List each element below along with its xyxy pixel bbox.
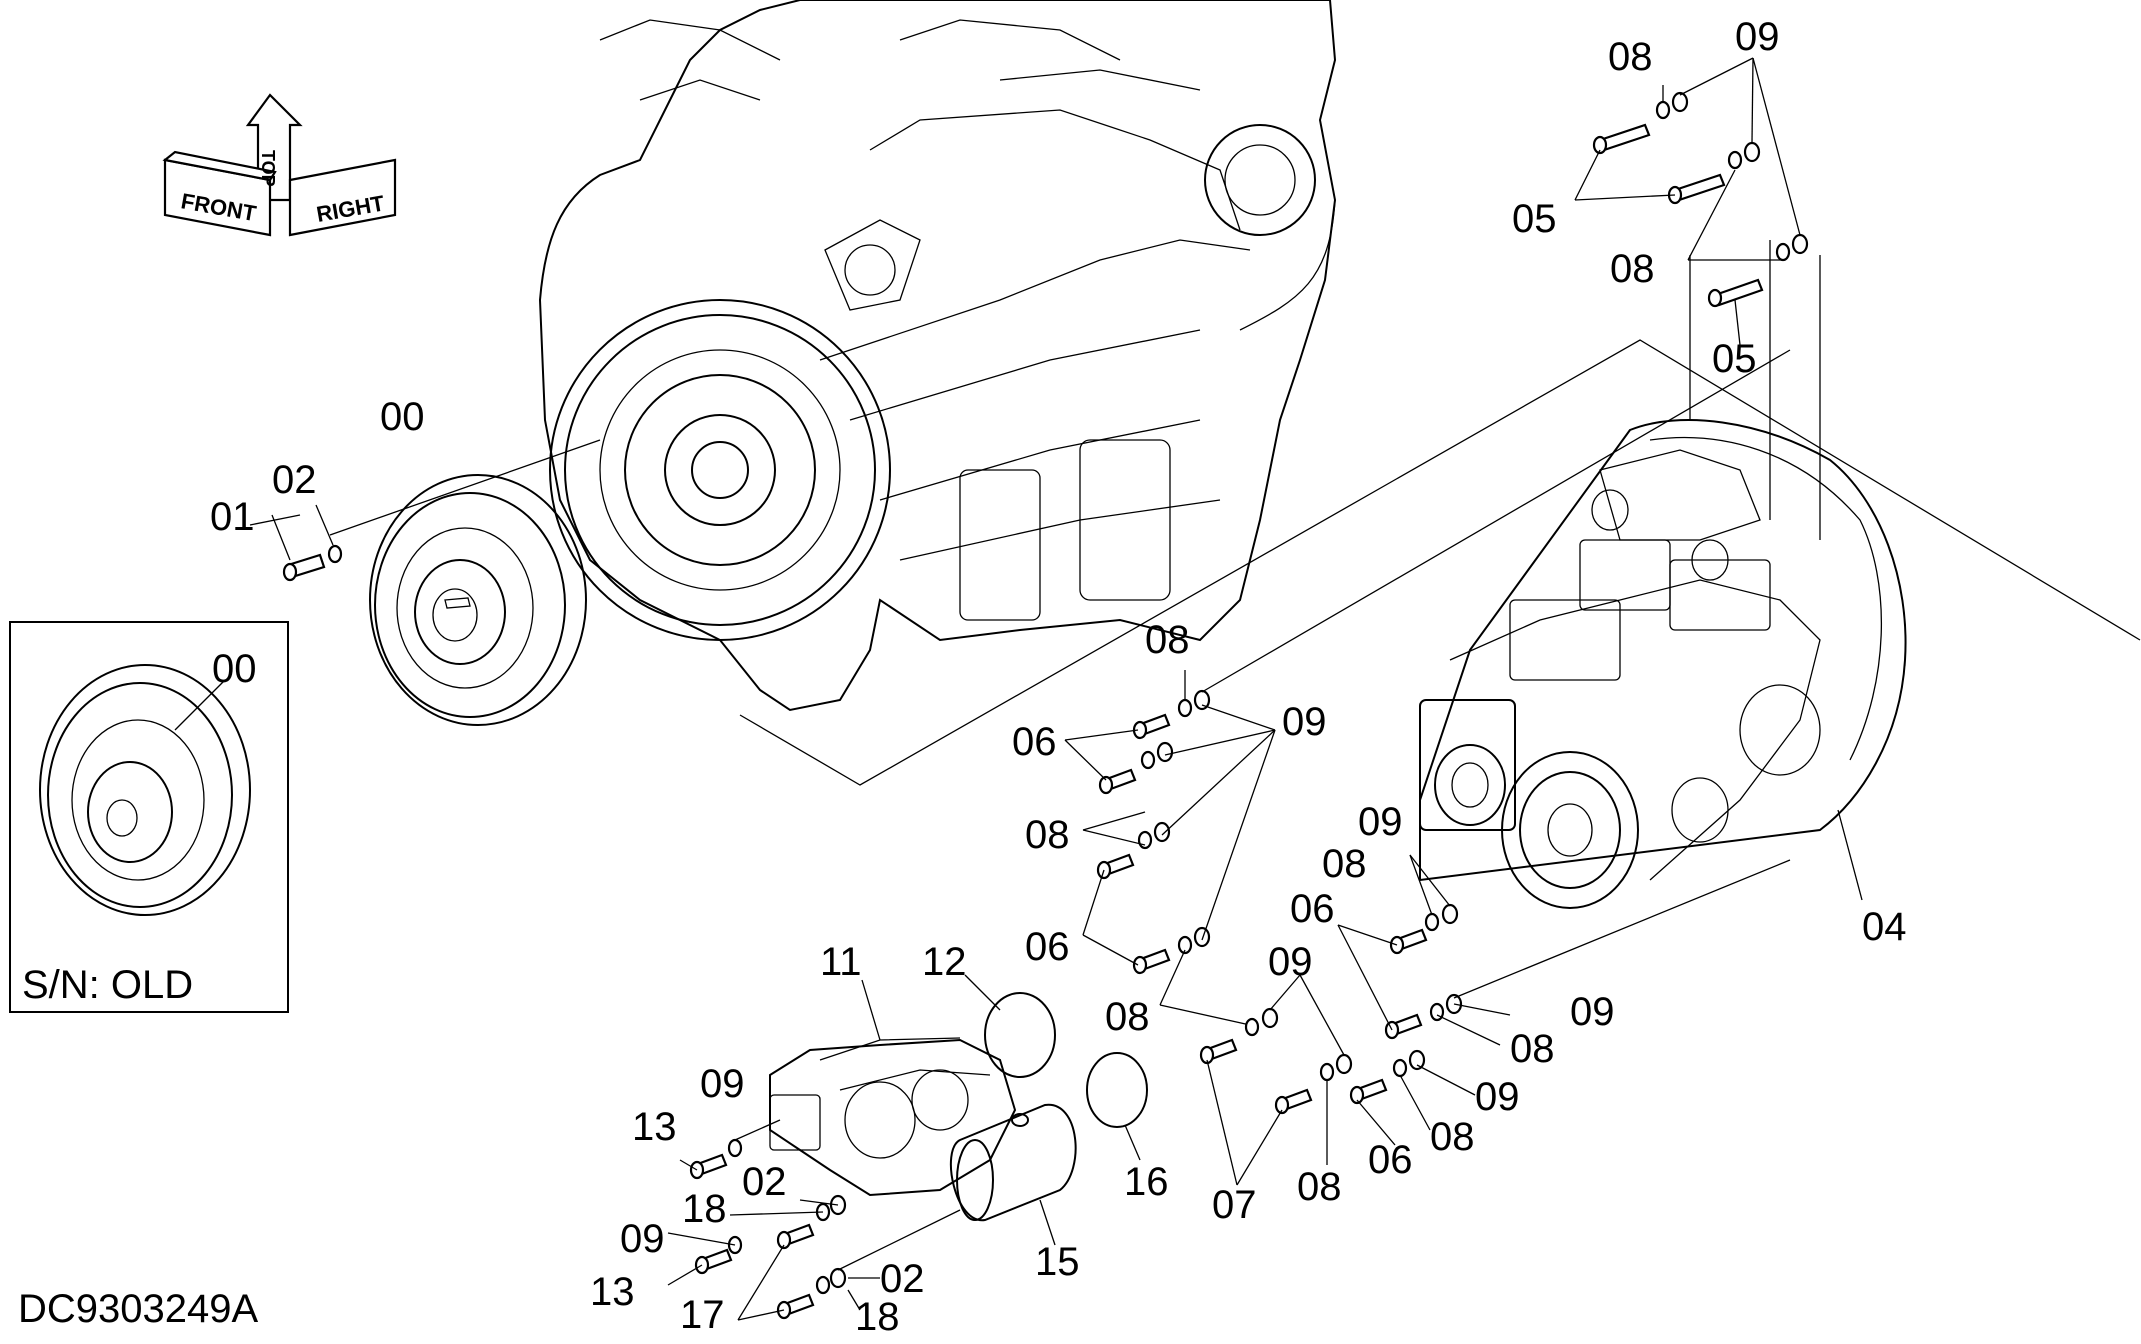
label-02-b: 02 — [742, 1160, 787, 1204]
label-16: 16 — [1124, 1160, 1169, 1204]
label-07: 07 — [1212, 1183, 1257, 1227]
label-09-g: 09 — [700, 1062, 745, 1106]
label-00: 00 — [380, 395, 425, 439]
o-rings-12-16 — [964, 974, 1148, 1161]
label-13-b: 13 — [590, 1270, 635, 1314]
inset-caption: S/N: OLD — [22, 963, 193, 1007]
label-09-b: 09 — [1282, 700, 1327, 744]
label-18-a: 18 — [682, 1187, 727, 1231]
label-08-f: 08 — [1430, 1115, 1475, 1159]
label-05-upper: 05 — [1512, 197, 1557, 241]
label-17: 17 — [680, 1293, 725, 1337]
label-09-d: 09 — [1268, 940, 1313, 984]
fasteners — [667, 57, 1809, 1321]
label-09-f: 09 — [1475, 1075, 1520, 1119]
label-08-c: 08 — [1322, 842, 1367, 886]
label-11: 11 — [820, 940, 862, 984]
drawing-code: DC9303249A — [18, 1287, 258, 1331]
label-09-top: 09 — [1735, 15, 1780, 59]
label-06-c: 06 — [1290, 887, 1335, 931]
inset-label-00: 00 — [212, 647, 257, 691]
label-05-lower: 05 — [1712, 337, 1757, 381]
suction-filter-15 — [949, 1103, 1077, 1246]
gear-pump-11 — [769, 979, 1017, 1197]
label-13-a: 13 — [632, 1105, 677, 1149]
label-06-a: 06 — [1012, 720, 1057, 764]
label-08-d: 08 — [1105, 995, 1150, 1039]
main-pump-04 — [1419, 240, 1907, 909]
bolt-01 — [271, 504, 343, 582]
label-09-c: 09 — [1358, 800, 1403, 844]
label-08-b: 08 — [1025, 813, 1070, 857]
label-08-top: 08 — [1608, 35, 1653, 79]
alignment-lines — [249, 339, 2141, 786]
label-01: 01 — [210, 495, 255, 539]
inset-old-coupling — [9, 621, 289, 1013]
orientation-indicator: FRONT RIGHT TOP — [162, 93, 397, 237]
label-06-d: 06 — [1368, 1138, 1413, 1182]
label-12: 12 — [922, 940, 967, 984]
label-09-e: 09 — [1570, 990, 1615, 1034]
orientation-top-label: TOP — [258, 150, 278, 187]
flex-coupling-00 — [369, 474, 587, 726]
label-02-coupling: 02 — [272, 458, 317, 502]
label-15: 15 — [1035, 1240, 1080, 1284]
callout-labels: 00 01 02 00 S/N: OLD 08 09 05 08 05 08 0… — [18, 15, 1907, 1339]
label-04: 04 — [1862, 905, 1907, 949]
label-08-g: 08 — [1297, 1165, 1342, 1209]
label-09-h: 09 — [620, 1217, 665, 1261]
label-08-e: 08 — [1510, 1027, 1555, 1071]
label-08-mid: 08 — [1610, 247, 1655, 291]
engine-assembly — [538, 0, 1337, 712]
label-08-a: 08 — [1145, 618, 1190, 662]
label-18-b: 18 — [855, 1295, 900, 1339]
label-06-b: 06 — [1025, 925, 1070, 969]
label-02-c: 02 — [880, 1257, 925, 1301]
